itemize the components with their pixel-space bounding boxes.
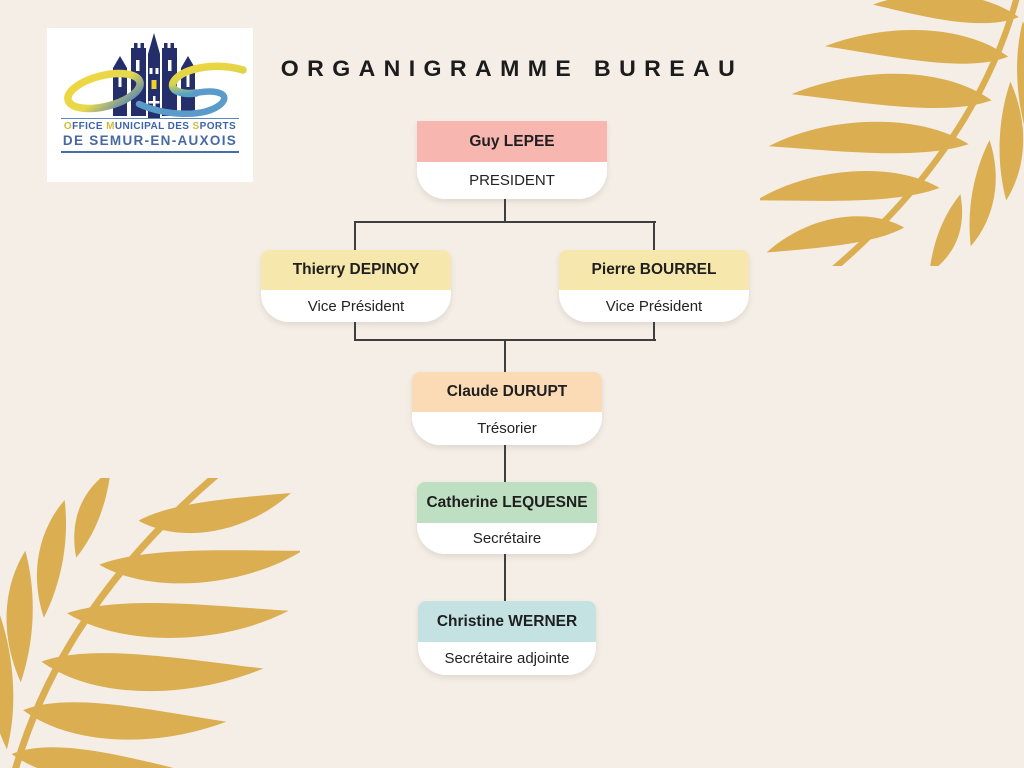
gold-fern-leaf-bottom-left-icon	[0, 478, 300, 768]
org-node-vice-president-2: Pierre BOURREL Vice Président	[559, 250, 749, 322]
connector-vp1-down	[354, 322, 356, 340]
org-node-name: Guy LEPEE	[417, 121, 607, 162]
org-node-name: Claude DURUPT	[412, 372, 602, 412]
connector-president-horizontal	[354, 221, 656, 223]
org-node-name: Thierry DEPINOY	[261, 250, 451, 290]
org-node-secretaire-adjointe: Christine WERNER Secrétaire adjointe	[418, 601, 596, 675]
org-node-vice-president-1: Thierry DEPINOY Vice Président	[261, 250, 451, 322]
connector-to-secretaire	[504, 445, 506, 482]
org-node-role: Secrétaire	[417, 523, 597, 554]
connector-to-vp2	[653, 221, 655, 250]
org-node-role: Vice Président	[261, 290, 451, 322]
connector-president-down	[504, 199, 506, 222]
oms-logo: OFFICE MUNICIPAL DES SPORTS DE SEMUR-EN-…	[47, 28, 253, 182]
org-node-secretaire: Catherine LEQUESNE Secrétaire	[417, 482, 597, 554]
org-node-name: Catherine LEQUESNE	[417, 482, 597, 523]
connector-to-vp1	[354, 221, 356, 250]
org-node-name: Pierre BOURREL	[559, 250, 749, 290]
oms-logo-emblem-icon	[64, 33, 247, 118]
logo-s-swoosh-top-icon	[168, 62, 247, 98]
page-title: ORGANIGRAMME BUREAU	[280, 56, 744, 81]
org-node-tresorier: Claude DURUPT Trésorier	[412, 372, 602, 445]
logo-line1: OFFICE MUNICIPAL DES SPORTS	[63, 121, 237, 132]
org-node-role: Trésorier	[412, 412, 602, 445]
logo-o-swoosh-icon	[64, 69, 144, 113]
org-node-role: Vice Président	[559, 290, 749, 322]
logo-line2: DE SEMUR-EN-AUXOIS	[62, 133, 238, 148]
logo-text: OFFICE MUNICIPAL DES SPORTS DE SEMUR-EN-…	[61, 118, 239, 153]
org-node-role: PRESIDENT	[417, 162, 607, 199]
gold-fern-leaf-top-right-icon	[760, 0, 1024, 266]
connector-to-tresorier	[504, 339, 506, 372]
org-node-president: Guy LEPEE PRESIDENT	[417, 121, 607, 199]
connector-vp2-down	[653, 322, 655, 340]
connector-to-secretaire-adjointe	[504, 554, 506, 601]
org-node-name: Christine WERNER	[418, 601, 596, 642]
org-node-role: Secrétaire adjointe	[418, 642, 596, 675]
logo-s-swoosh-bottom-icon	[135, 88, 228, 117]
